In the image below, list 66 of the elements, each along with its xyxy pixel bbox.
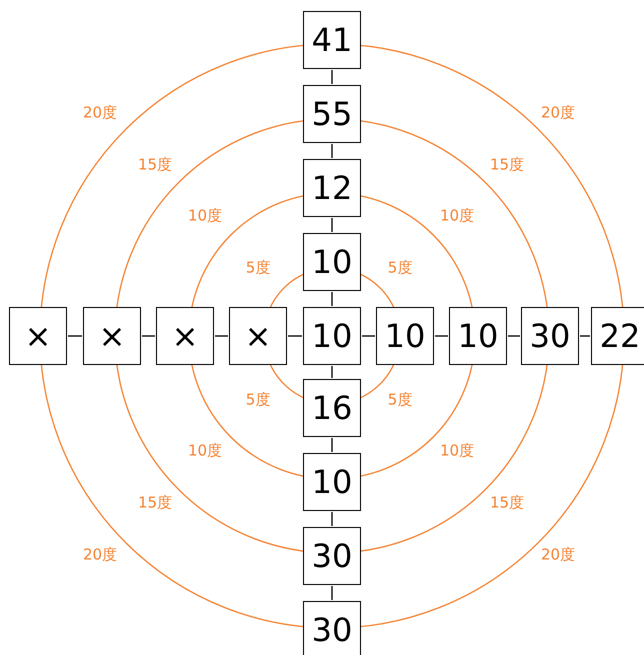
degree-label: 10度: [440, 206, 474, 226]
value-text: 22: [600, 317, 640, 355]
degree-label: 15度: [138, 494, 172, 512]
value-text: 12: [312, 169, 352, 207]
degree-label: 5度: [388, 390, 412, 410]
value-text: 10: [458, 317, 498, 355]
value-text: ×: [24, 317, 52, 355]
connector-line: [331, 144, 333, 158]
value-box: [449, 307, 507, 365]
connector-line: [331, 586, 333, 600]
connector-line: [142, 335, 155, 337]
value-box: [521, 307, 579, 365]
value-box: [303, 85, 361, 143]
value-box: [229, 307, 287, 365]
degree-label: 15度: [490, 494, 524, 512]
value-text: 10: [384, 317, 426, 355]
connector-line: [215, 335, 228, 337]
connector-line: [68, 335, 82, 337]
value-box: [303, 307, 361, 365]
connector-line: [580, 335, 590, 337]
value-text: 10: [312, 317, 352, 355]
value-text: 16: [312, 389, 352, 427]
value-box: [303, 601, 361, 655]
degree-label: 20度: [540, 104, 576, 122]
value-box: [83, 307, 141, 365]
connector-line: [288, 335, 302, 337]
degree-label: 10度: [188, 442, 222, 460]
connector-line: [331, 70, 333, 84]
value-text: 55: [312, 95, 352, 133]
connector-line: [362, 335, 375, 337]
connector-line: [331, 366, 333, 378]
value-text: 30: [530, 317, 570, 355]
degree-label: 15度: [490, 156, 524, 174]
value-box: [303, 379, 361, 437]
degree-label: 20度: [82, 546, 118, 564]
value-text: 30: [312, 537, 352, 575]
connector-line: [331, 218, 333, 232]
connector-line: [331, 512, 333, 526]
connector-line: [435, 335, 448, 337]
value-box: [303, 233, 361, 291]
value-box: [376, 307, 434, 365]
value-text: 10: [312, 243, 352, 281]
degree-label: 10度: [440, 442, 474, 460]
value-text: ×: [172, 317, 198, 355]
value-text: ×: [98, 317, 126, 355]
degree-label: 5度: [246, 390, 270, 410]
degree-label: 15度: [138, 156, 172, 174]
value-box: [156, 307, 214, 365]
connector-line: [331, 292, 333, 306]
value-text: 10: [312, 463, 352, 501]
value-box: [303, 453, 361, 511]
degree-label: 20度: [540, 546, 576, 564]
value-box: [9, 307, 67, 365]
value-text: 41: [312, 21, 352, 59]
value-text: ×: [244, 317, 272, 355]
degree-label: 5度: [388, 258, 412, 278]
value-box: [591, 307, 644, 365]
value-box: [303, 159, 361, 217]
degree-label: 10度: [188, 206, 222, 226]
degree-label: 20度: [82, 104, 118, 122]
value-box: [303, 11, 361, 69]
degree-label: 5度: [246, 258, 270, 278]
connector-line: [508, 335, 520, 337]
value-box: [303, 527, 361, 585]
connector-line: [331, 438, 333, 452]
value-text: 30: [312, 611, 352, 649]
